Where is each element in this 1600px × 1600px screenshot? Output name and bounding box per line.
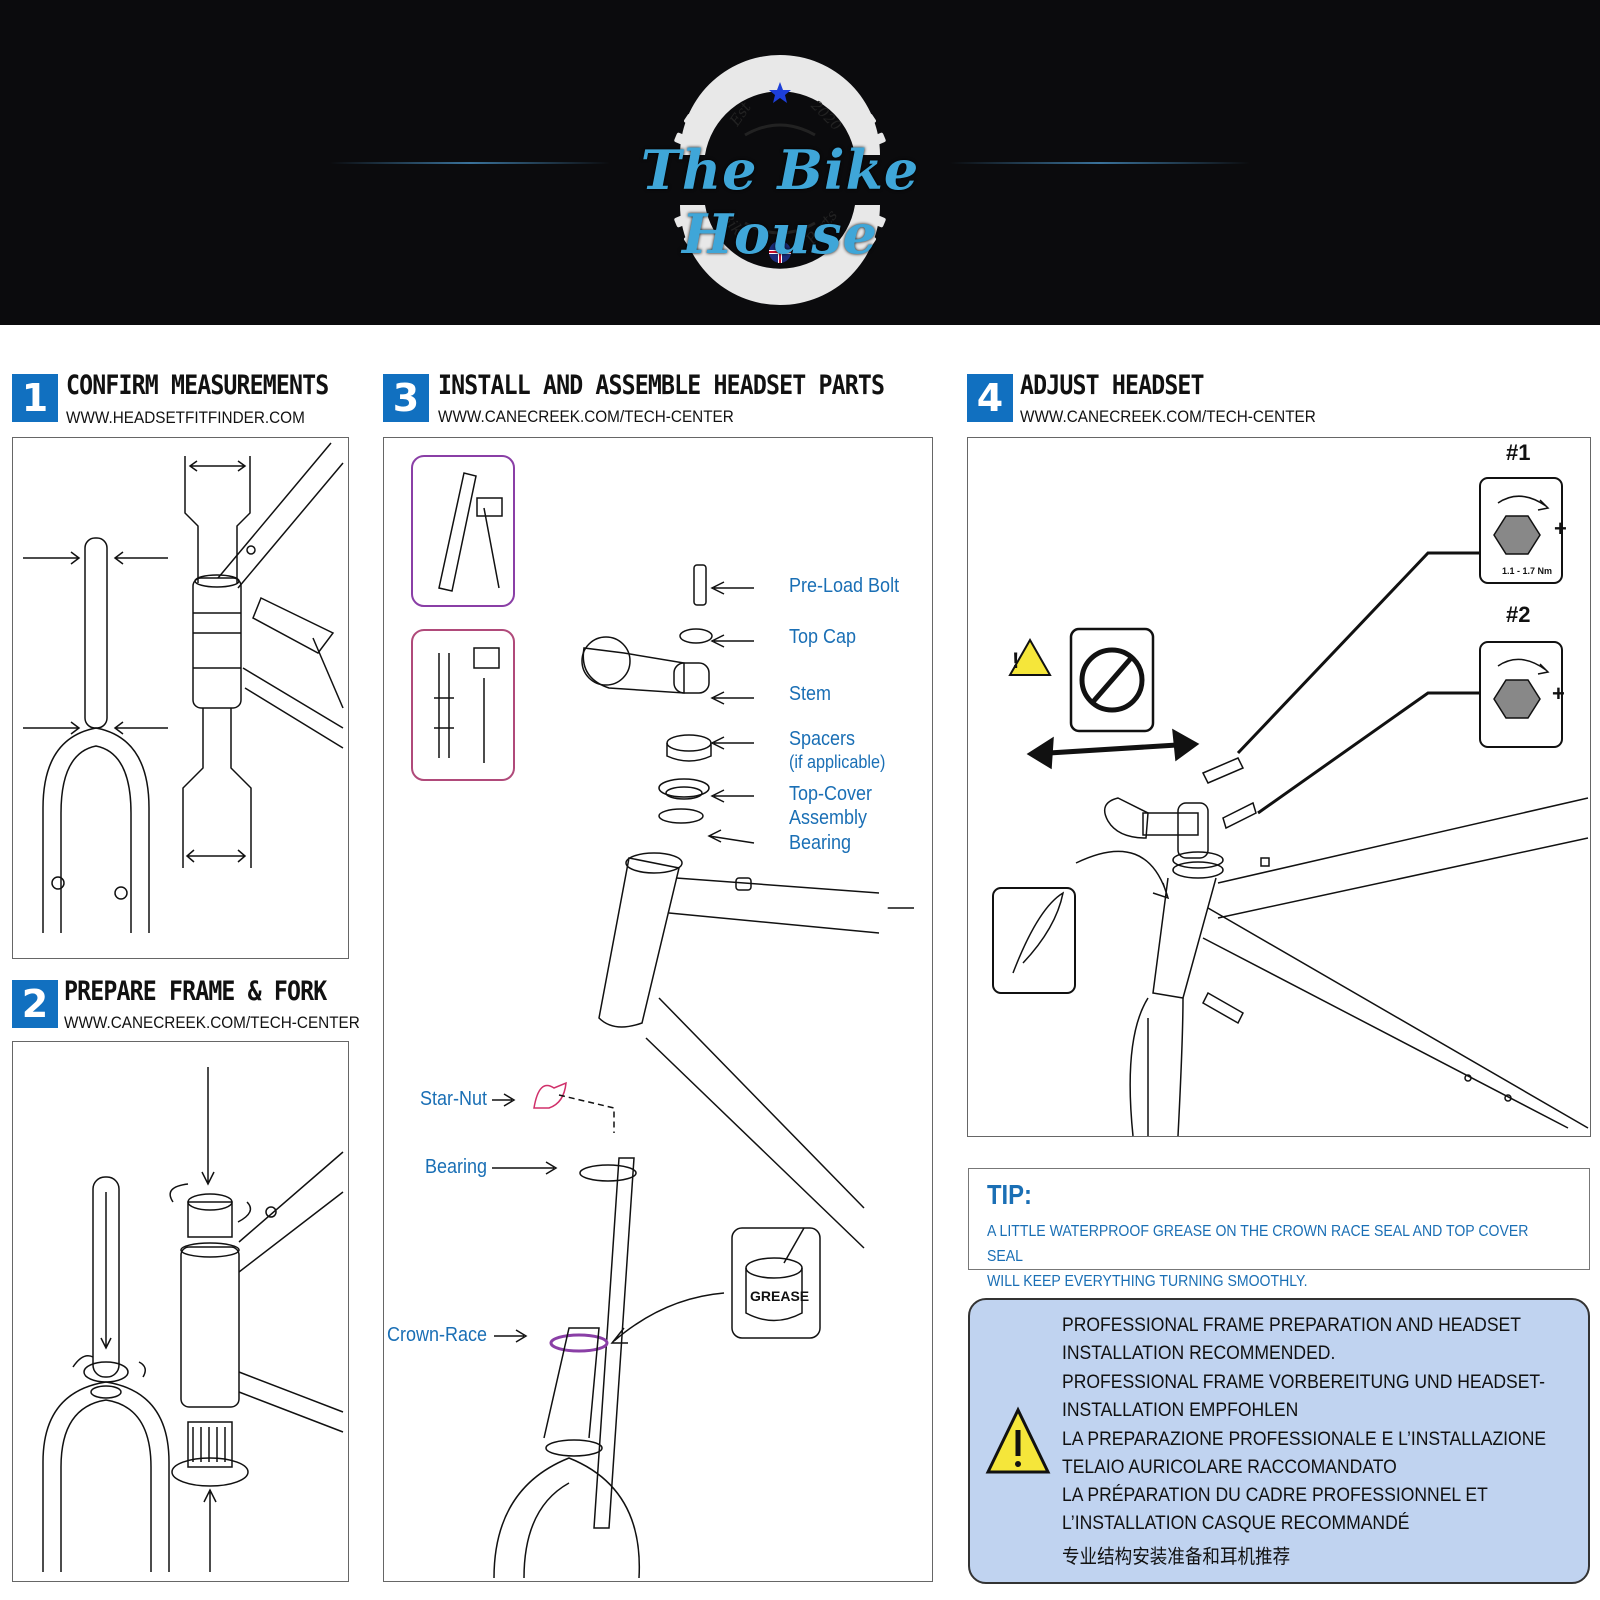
grease-can-label: GREASE <box>750 1288 810 1304</box>
tip-title: TIP: <box>987 1179 1032 1210</box>
professional-install-warning: PROFESSIONAL FRAME PREPARATION AND HEADS… <box>968 1298 1590 1584</box>
label-bearing-lower: Bearing <box>425 1156 488 1178</box>
tip-line-2: WILL KEEP EVERYTHING TURNING SMOOTHLY. <box>987 1273 1308 1290</box>
tip-text: A LITTLE WATERPROOF GREASE ON THE CROWN … <box>987 1219 1568 1294</box>
header-banner: Est 2020 Bike Parts The Bike House <box>0 0 1600 325</box>
warning-line-2: INSTALLATION RECOMMENDED. <box>1062 1342 1336 1364</box>
step-4-number: 4 <box>967 374 1013 422</box>
label-assembly: Assembly <box>789 807 868 829</box>
adjust-step-2-label: #2 <box>1506 602 1531 627</box>
panel-adjust-headset: ! #1 #2 1.1 - 1.7 Nm + + <box>967 437 1591 1137</box>
warning-line-3: PROFESSIONAL FRAME VORBEREITUNG UND HEAD… <box>1062 1371 1546 1393</box>
label-preload-bolt: Pre-Load Bolt <box>789 575 900 597</box>
plus-icon-1: + <box>1554 516 1567 541</box>
svg-text:!: ! <box>1012 648 1019 673</box>
warning-line-7: LA PRÉPARATION DU CADRE PROFESSIONNEL ET <box>1062 1484 1488 1506</box>
banner-glow-line-left <box>330 162 610 164</box>
panel-confirm-measurements <box>12 437 349 959</box>
logo: Est 2020 Bike Parts The Bike House <box>610 55 950 305</box>
label-bearing-upper: Bearing <box>789 832 852 854</box>
label-star-nut: Star-Nut <box>420 1088 488 1110</box>
label-spacers-note: (if applicable) <box>789 752 886 772</box>
assembly-illustration <box>411 455 914 1579</box>
warning-line-6: TELAIO AURICOLARE RACCOMANDATO <box>1062 1456 1397 1478</box>
step-3-number: 3 <box>383 374 429 422</box>
step-1-title: CONFIRM MEASUREMENTS <box>66 370 329 401</box>
logo-title: The Bike House <box>640 138 920 266</box>
label-top-cap: Top Cap <box>789 626 857 648</box>
plus-icon-2: + <box>1552 681 1565 706</box>
label-spacers: Spacers <box>789 728 856 750</box>
label-crown-race: Crown-Race <box>387 1324 488 1346</box>
warning-line-1: PROFESSIONAL FRAME PREPARATION AND HEADS… <box>1062 1314 1521 1336</box>
panel-prepare-frame-fork <box>12 1041 349 1582</box>
measurement-illustration <box>23 442 344 933</box>
step-3-url[interactable]: WWW.CANECREEK.COM/TECH-CENTER <box>438 407 734 426</box>
warning-line-8: L’INSTALLATION CASQUE RECOMMANDÉ <box>1062 1512 1410 1534</box>
warning-triangle-icon <box>985 1406 1051 1474</box>
warning-line-9: 专业结构安装准备和耳机推荐 <box>1062 1545 1291 1568</box>
warning-line-5: LA PREPARAZIONE PROFESSIONALE E L’INSTAL… <box>1062 1428 1547 1450</box>
step-1-url[interactable]: WWW.HEADSETFITFINDER.COM <box>66 408 305 427</box>
adjust-illustration: ! <box>992 477 1589 1137</box>
label-stem: Stem <box>789 683 832 705</box>
tip-box: TIP: A LITTLE WATERPROOF GREASE ON THE C… <box>968 1168 1590 1290</box>
adjust-step-1-label: #1 <box>1506 440 1531 465</box>
panel-install-assemble: Pre-Load Bolt Top Cap Stem Spacers (if a… <box>383 437 933 1582</box>
prepare-illustration <box>42 1067 344 1572</box>
torque-label: 1.1 - 1.7 Nm <box>1502 566 1553 576</box>
step-4-title: ADJUST HEADSET <box>1020 370 1205 401</box>
warning-line-4: INSTALLATION EMPFOHLEN <box>1062 1399 1299 1421</box>
step-2-number: 2 <box>12 980 58 1028</box>
tip-line-1: A LITTLE WATERPROOF GREASE ON THE CROWN … <box>987 1223 1529 1265</box>
step-3-title: INSTALL AND ASSEMBLE HEADSET PARTS <box>438 370 885 401</box>
step-2-url[interactable]: WWW.CANECREEK.COM/TECH-CENTER <box>64 1013 360 1032</box>
step-1-number: 1 <box>12 374 58 422</box>
step-2-title: PREPARE FRAME & FORK <box>64 976 327 1007</box>
label-top-cover: Top-Cover <box>789 783 873 805</box>
step-4-url[interactable]: WWW.CANECREEK.COM/TECH-CENTER <box>1020 407 1316 426</box>
chainring-icon <box>674 55 886 305</box>
banner-glow-line-right <box>950 162 1250 164</box>
